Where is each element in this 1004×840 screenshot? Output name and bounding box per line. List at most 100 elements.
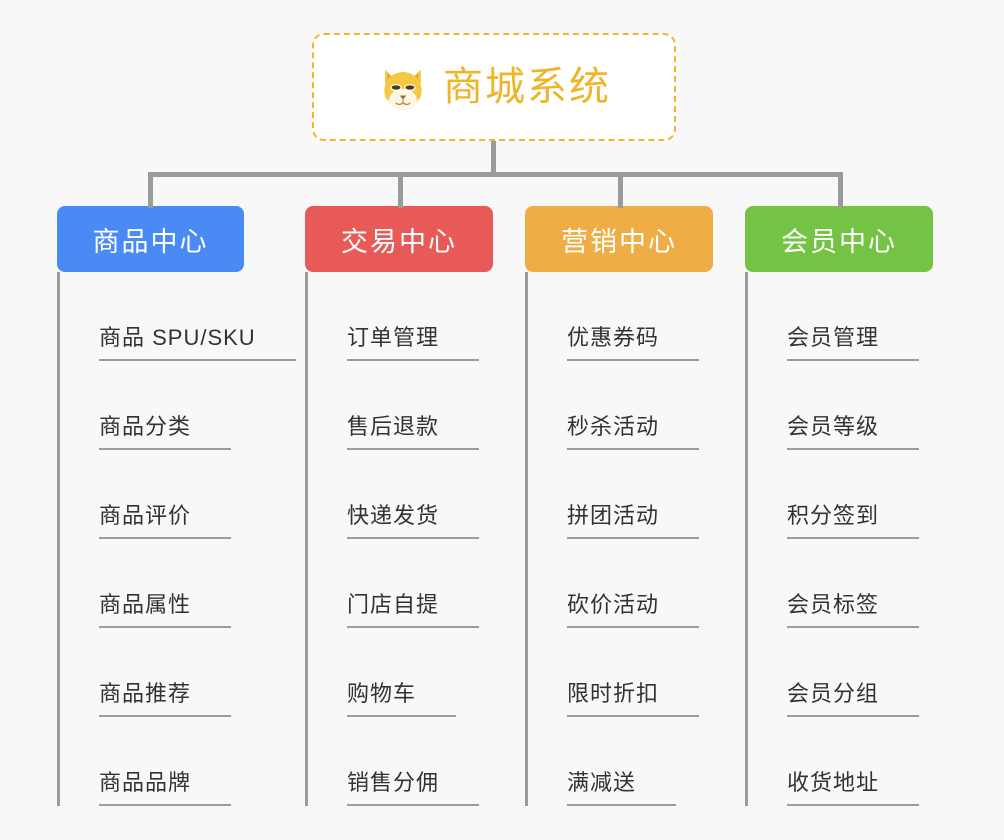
category-header-2[interactable]: 交易中心 xyxy=(305,206,493,272)
category-column-2: 交易中心订单管理售后退款快递发货门店自提购物车销售分佣 xyxy=(305,206,493,806)
leaf-item-label: 快递发货 xyxy=(347,503,440,528)
leaf-item-label: 商品推荐 xyxy=(99,681,192,706)
category-column-4: 会员中心会员管理会员等级积分签到会员标签会员分组收货地址 xyxy=(745,206,933,806)
connector-drop-3 xyxy=(618,172,623,208)
leaf-underline: 会员标签 xyxy=(787,587,920,628)
leaf-item[interactable]: 收货地址 xyxy=(745,717,933,806)
leaf-underline: 商品属性 xyxy=(99,587,232,628)
shiba-dog-face-icon xyxy=(377,63,429,115)
leaf-item-label: 优惠券码 xyxy=(567,325,660,350)
leaf-list-1: 商品 SPU/SKU 商品分类商品评价商品属性商品推荐商品品牌 xyxy=(57,272,296,806)
leaf-item-label: 积分签到 xyxy=(787,503,880,528)
connector-root-stem xyxy=(491,141,496,174)
connector-drop-4 xyxy=(838,172,843,208)
category-trunk-line-4 xyxy=(745,272,748,806)
category-header-1[interactable]: 商品中心 xyxy=(57,206,244,272)
leaf-item-label: 售后退款 xyxy=(347,414,440,439)
leaf-item-label: 商品 SPU/SKU xyxy=(99,325,256,350)
leaf-item[interactable]: 门店自提 xyxy=(305,539,493,628)
leaf-item-label: 拼团活动 xyxy=(567,503,660,528)
leaf-item-label: 砍价活动 xyxy=(567,592,660,617)
leaf-item[interactable]: 满减送 xyxy=(525,717,713,806)
leaf-item[interactable]: 会员等级 xyxy=(745,361,933,450)
leaf-item[interactable]: 订单管理 xyxy=(305,272,493,361)
leaf-item-label: 会员等级 xyxy=(787,414,880,439)
leaf-item[interactable]: 拼团活动 xyxy=(525,450,713,539)
leaf-item-label: 商品评价 xyxy=(99,503,192,528)
leaf-underline: 购物车 xyxy=(347,676,457,717)
category-header-label: 营销中心 xyxy=(561,226,677,257)
leaf-underline: 商品品牌 xyxy=(99,765,232,806)
leaf-item[interactable]: 商品评价 xyxy=(57,450,244,539)
leaf-item[interactable]: 售后退款 xyxy=(305,361,493,450)
connector-drop-1 xyxy=(148,172,153,208)
leaf-underline: 秒杀活动 xyxy=(567,409,700,450)
leaf-item[interactable]: 限时折扣 xyxy=(525,628,713,717)
leaf-item-label: 会员标签 xyxy=(787,592,880,617)
leaf-underline: 会员等级 xyxy=(787,409,920,450)
leaf-item[interactable]: 商品推荐 xyxy=(57,628,244,717)
leaf-underline: 会员分组 xyxy=(787,676,920,717)
leaf-item-label: 购物车 xyxy=(347,681,417,706)
leaf-underline: 限时折扣 xyxy=(567,676,700,717)
leaf-underline: 满减送 xyxy=(567,765,677,806)
category-header-label: 商品中心 xyxy=(92,226,209,257)
category-column-3: 营销中心优惠券码秒杀活动拼团活动砍价活动限时折扣满减送 xyxy=(525,206,713,806)
leaf-item[interactable]: 商品分类 xyxy=(57,361,244,450)
connector-horizontal-bus xyxy=(148,172,838,177)
connector-drop-2 xyxy=(398,172,403,208)
category-header-3[interactable]: 营销中心 xyxy=(525,206,713,272)
leaf-underline: 商品 SPU/SKU xyxy=(99,320,296,361)
leaf-item-label: 限时折扣 xyxy=(567,681,660,706)
category-trunk-line-3 xyxy=(525,272,528,806)
leaf-item[interactable]: 购物车 xyxy=(305,628,493,717)
leaf-underline: 商品评价 xyxy=(99,498,232,539)
leaf-item[interactable]: 商品 SPU/SKU xyxy=(57,272,296,361)
leaf-list-2: 订单管理售后退款快递发货门店自提购物车销售分佣 xyxy=(305,272,493,806)
leaf-item-label: 订单管理 xyxy=(347,325,440,350)
category-header-4[interactable]: 会员中心 xyxy=(745,206,933,272)
leaf-underline: 收货地址 xyxy=(787,765,920,806)
leaf-item-label: 商品属性 xyxy=(99,592,192,617)
leaf-underline: 销售分佣 xyxy=(347,765,480,806)
leaf-item[interactable]: 会员标签 xyxy=(745,539,933,628)
leaf-item-label: 会员分组 xyxy=(787,681,880,706)
leaf-item[interactable]: 积分签到 xyxy=(745,450,933,539)
leaf-item-label: 商品分类 xyxy=(99,414,192,439)
leaf-underline: 拼团活动 xyxy=(567,498,700,539)
leaf-item[interactable]: 优惠券码 xyxy=(525,272,713,361)
root-node[interactable]: 商城系统 xyxy=(312,33,676,141)
leaf-item[interactable]: 快递发货 xyxy=(305,450,493,539)
leaf-item[interactable]: 商品品牌 xyxy=(57,717,244,806)
leaf-item-label: 收货地址 xyxy=(787,770,880,795)
leaf-item-label: 商品品牌 xyxy=(99,770,192,795)
leaf-underline: 商品分类 xyxy=(99,409,232,450)
leaf-underline: 砍价活动 xyxy=(567,587,700,628)
leaf-item[interactable]: 秒杀活动 xyxy=(525,361,713,450)
leaf-list-4: 会员管理会员等级积分签到会员标签会员分组收货地址 xyxy=(745,272,933,806)
leaf-list-3: 优惠券码秒杀活动拼团活动砍价活动限时折扣满减送 xyxy=(525,272,713,806)
leaf-item[interactable]: 会员管理 xyxy=(745,272,933,361)
leaf-item[interactable]: 会员分组 xyxy=(745,628,933,717)
leaf-item-label: 会员管理 xyxy=(787,325,880,350)
category-column-1: 商品中心商品 SPU/SKU 商品分类商品评价商品属性商品推荐商品品牌 xyxy=(57,206,296,806)
category-trunk-line-1 xyxy=(57,272,60,806)
leaf-underline: 订单管理 xyxy=(347,320,480,361)
leaf-underline: 商品推荐 xyxy=(99,676,232,717)
leaf-underline: 积分签到 xyxy=(787,498,920,539)
leaf-underline: 优惠券码 xyxy=(567,320,700,361)
category-trunk-line-2 xyxy=(305,272,308,806)
leaf-item-label: 销售分佣 xyxy=(347,770,440,795)
leaf-item[interactable]: 砍价活动 xyxy=(525,539,713,628)
leaf-underline: 售后退款 xyxy=(347,409,480,450)
leaf-underline: 门店自提 xyxy=(347,587,480,628)
leaf-underline: 快递发货 xyxy=(347,498,480,539)
category-header-label: 交易中心 xyxy=(341,226,457,257)
leaf-item[interactable]: 销售分佣 xyxy=(305,717,493,806)
category-header-label: 会员中心 xyxy=(781,226,897,257)
leaf-item[interactable]: 商品属性 xyxy=(57,539,244,628)
leaf-item-label: 满减送 xyxy=(567,770,637,795)
leaf-item-label: 门店自提 xyxy=(347,592,440,617)
leaf-underline: 会员管理 xyxy=(787,320,920,361)
